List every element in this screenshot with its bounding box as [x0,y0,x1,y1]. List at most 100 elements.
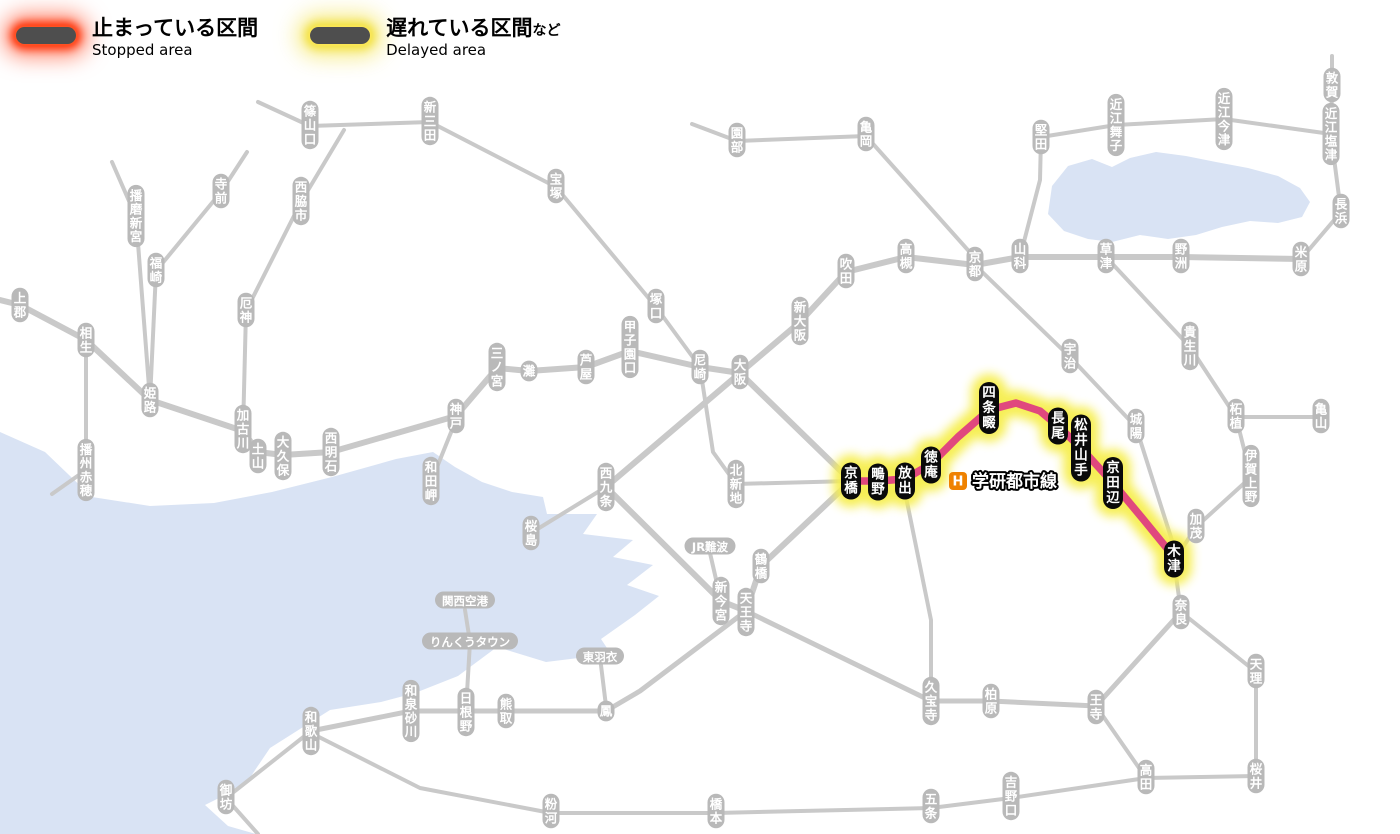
station-福崎: 福崎 [147,252,165,288]
svg-text:津: 津 [1218,132,1231,147]
svg-text:山: 山 [1014,242,1027,257]
rail-line-wakayama-line [309,704,1148,815]
svg-text:津: 津 [1167,558,1181,575]
svg-text:三: 三 [491,346,504,361]
station-東羽衣: 東羽衣 [576,647,624,665]
line-symbol-badge [949,472,967,490]
station-加茂: 加茂 [1187,508,1205,544]
svg-text:日: 日 [460,691,473,706]
svg-text:坊: 坊 [220,796,233,811]
svg-text:屋: 屋 [580,366,593,381]
svg-text:部: 部 [731,139,744,154]
station-高槻: 高槻 [897,238,915,274]
legend-title-delayed: 遅れている区間など [386,16,560,41]
station-野洲: 野洲 [1172,238,1190,274]
svg-text:崎: 崎 [150,269,163,284]
station-土山: 土山 [249,438,267,474]
svg-text:槻: 槻 [900,255,913,270]
svg-text:播: 播 [80,442,93,457]
svg-text:市: 市 [295,207,308,222]
rail-line-hagoromo-line [598,655,608,708]
svg-text:尼: 尼 [694,353,707,368]
rail-line-kyoto-line [737,254,978,376]
svg-text:江: 江 [1110,111,1123,126]
station-京都: 京都 [966,246,984,282]
svg-text:川: 川 [404,724,418,739]
svg-text:土: 土 [252,442,265,457]
svg-text:津: 津 [1325,147,1338,162]
svg-text:井: 井 [1074,432,1088,449]
svg-text:甲: 甲 [624,319,637,334]
station-橋本: 橋本 [707,793,725,829]
svg-text:粉: 粉 [545,797,558,812]
svg-text:宮: 宮 [715,607,728,622]
station-久宝寺: 久宝寺 [922,676,940,726]
svg-text:崎: 崎 [694,366,707,381]
legend-item-stopped: 止まっている区間 Stopped area [16,16,258,59]
station-和田岬: 和田岬 [422,456,440,506]
delayed-line-swatch [310,27,371,44]
station-宇治: 宇治 [1061,338,1079,374]
rail-line-nara-line [973,263,1176,549]
svg-text:茂: 茂 [1190,525,1203,540]
station-厄神: 厄神 [237,292,255,328]
station-りんくうタウン: りんくうタウン [422,632,518,650]
svg-text:九: 九 [599,480,613,495]
svg-text:北: 北 [730,463,743,478]
water-layer [0,152,1310,834]
station-粉河: 粉河 [542,793,560,829]
station-長尾: 長尾 [1048,407,1068,445]
svg-text:原: 原 [1295,258,1308,273]
svg-text:御: 御 [219,783,233,798]
svg-text:奈: 奈 [1174,598,1188,613]
svg-text:山: 山 [305,737,318,752]
svg-text:穂: 穂 [80,483,93,498]
svg-text:条: 条 [599,493,613,508]
svg-text:相: 相 [80,326,93,341]
svg-text:郡: 郡 [13,304,27,319]
station-山科: 山科 [1011,238,1029,274]
svg-text:新: 新 [730,477,743,492]
svg-text:芦: 芦 [580,353,593,368]
svg-text:加: 加 [1189,512,1203,527]
station-鳳: 鳳 [597,700,615,722]
svg-text:福: 福 [149,256,163,271]
svg-text:明: 明 [325,445,338,460]
svg-text:根: 根 [460,705,473,720]
svg-text:西: 西 [325,431,338,446]
svg-text:河: 河 [545,810,558,825]
svg-text:前: 前 [215,190,228,205]
station-神戸: 神戸 [447,398,465,434]
svg-text:江: 江 [1325,120,1338,135]
svg-text:亀: 亀 [1315,402,1328,417]
svg-text:赤: 赤 [80,469,93,484]
station-熊取: 熊取 [497,693,515,729]
svg-text:陽: 陽 [1130,425,1143,440]
svg-text:園: 園 [731,126,744,141]
svg-text:高: 高 [900,242,913,257]
svg-text:鳳: 鳳 [600,704,613,719]
svg-text:伊: 伊 [1244,448,1258,463]
svg-text:田: 田 [1035,136,1048,151]
svg-text:敦: 敦 [1326,71,1339,86]
svg-text:路: 路 [144,399,157,414]
svg-text:天: 天 [1250,657,1263,672]
legend: 止まっている区間 Stopped area 遅れている区間など Delayed … [16,16,560,59]
stopped-line-swatch [16,27,76,44]
svg-text:寺: 寺 [925,707,938,722]
svg-text:王: 王 [1090,693,1103,708]
svg-text:石: 石 [324,458,338,473]
svg-text:宮: 宮 [491,373,504,388]
svg-text:柏: 柏 [985,687,998,702]
station-大久保: 大久保 [274,431,292,481]
station-宝塚: 宝塚 [547,168,565,204]
svg-text:寺: 寺 [215,177,228,192]
rail-line-bantan-line [148,150,249,402]
svg-text:山: 山 [252,455,265,470]
station-西脇市: 西脇市 [292,176,310,226]
station-加古川: 加古川 [234,404,252,454]
